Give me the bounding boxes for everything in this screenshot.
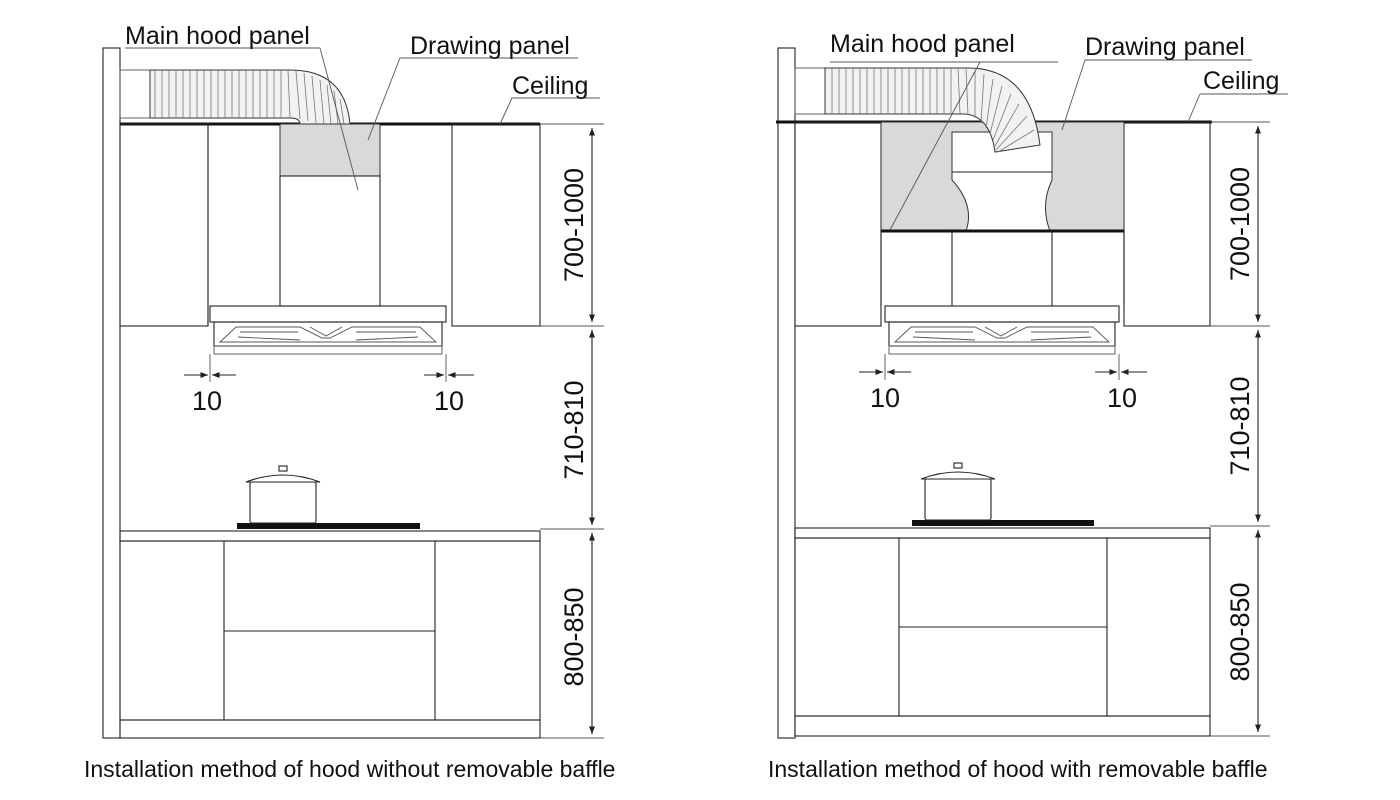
pot: [920, 462, 996, 521]
gap-left-text: 10: [870, 383, 900, 413]
caption-without-baffle: Installation method of hood without remo…: [84, 756, 615, 782]
dim-lower-text: 800-850: [1225, 582, 1255, 681]
flexible-duct: [794, 67, 1041, 153]
label-drawing-panel: Drawing panel: [1085, 33, 1245, 61]
diagram-without-baffle: 700-1000 710-810 800-850 10 10 Main hood…: [84, 22, 615, 782]
cooktop: [237, 523, 420, 529]
dim-middle-text: 710-810: [1225, 376, 1255, 475]
pot: [245, 465, 321, 524]
upper-cabinet-left: [119, 123, 209, 327]
wall: [102, 47, 121, 739]
label-drawing-panel: Drawing panel: [410, 32, 570, 60]
countertop: [794, 527, 1211, 539]
range-hood: [209, 305, 447, 355]
dim-upper-text: 700-1000: [1225, 167, 1255, 281]
label-ceiling: Ceiling: [512, 72, 588, 100]
upper-cabinet-right: [451, 123, 541, 327]
upper-cabinet-left: [794, 121, 882, 327]
flexible-duct: [119, 69, 351, 125]
label-ceiling: Ceiling: [1203, 67, 1279, 95]
gap-right-text: 10: [434, 386, 464, 416]
drawing-panel-shape: [880, 121, 1125, 232]
drawing-panel-shape: [279, 123, 381, 177]
diagram-with-baffle: 700-1000 710-810 800-850 10 10 Main hood…: [768, 30, 1288, 782]
dim-upper-text: 700-1000: [559, 168, 589, 282]
main-hood-panel-shape: [279, 175, 381, 307]
label-main-hood-panel: Main hood panel: [830, 30, 1015, 58]
label-main-hood-panel: Main hood panel: [125, 22, 310, 50]
gap-left-text: 10: [192, 386, 222, 416]
caption-with-baffle: Installation method of hood with removab…: [768, 756, 1268, 782]
gap-right-text: 10: [1107, 383, 1137, 413]
upper-cabinet-right: [1123, 121, 1211, 327]
wall: [777, 47, 796, 739]
dim-middle-text: 710-810: [559, 380, 589, 479]
range-hood: [884, 305, 1120, 355]
dim-lower-text: 800-850: [559, 587, 589, 686]
countertop: [119, 530, 541, 542]
cooktop: [912, 520, 1094, 526]
